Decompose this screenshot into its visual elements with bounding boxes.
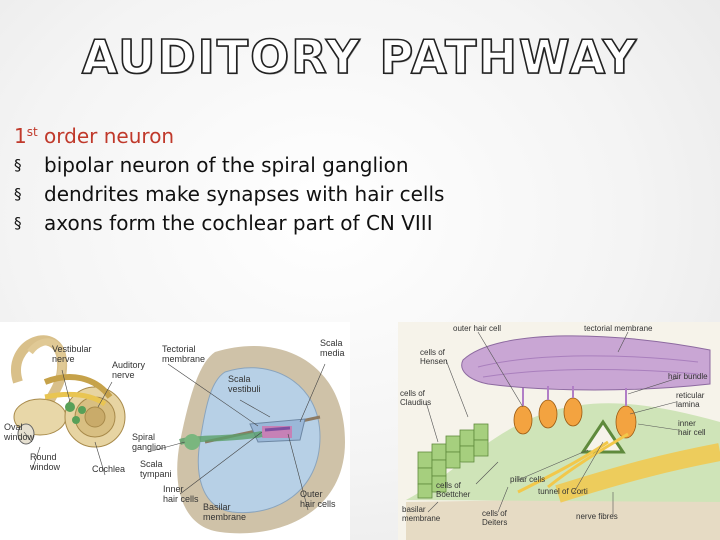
bullet-item: § axons form the cochlear part of CN VII… [14,209,444,238]
label-nerve-fibres: nerve fibres [576,512,618,521]
corti-leader-lines [425,331,679,516]
leader-lines [23,363,326,511]
cochlea-cross-section [177,346,345,534]
heading-text: order neuron [37,124,175,148]
organ-of-corti-illustration: outer hair cell tectorial membrane cells… [398,322,720,540]
label-hair-bundle: hair bundle [668,372,708,381]
label-outer-hair-cell: outer hair cell [453,324,501,333]
label-tectorial-membrane-right: tectorial membrane [584,324,653,333]
organ-of-corti-figure: outer hair cell tectorial membrane cells… [398,322,720,540]
bullet-text: bipolar neuron of the spiral ganglion [44,153,409,177]
bullet-icon: § [14,156,22,174]
bullet-text: axons form the cochlear part of CN VIII [44,211,433,235]
corti-labels: outer hair cell tectorial membrane cells… [400,324,708,527]
bullet-item: § dendrites make synapses with hair cell… [14,180,444,209]
label-pillar-cells: pillar cells [510,475,545,484]
corti-drawing [406,335,720,540]
heading-number: 1 [14,124,27,148]
label-tunnel-of-corti: tunnel of Corti [538,487,588,496]
slide-title: AUDITORY PATHWAY [81,29,639,85]
bullet-icon: § [14,214,22,232]
bullet-text: dendrites make synapses with hair cells [44,182,445,206]
bullet-icon: § [14,185,22,203]
neuron-heading: 1st order neuron [14,118,444,151]
slide-body: 1st order neuron § bipolar neuron of the… [14,118,444,238]
heading-ordinal: st [26,125,38,139]
label-cochlea: Cochlea [92,464,125,474]
bullet-item: § bipolar neuron of the spiral ganglion [14,151,444,180]
labyrinth-drawing [11,335,126,448]
